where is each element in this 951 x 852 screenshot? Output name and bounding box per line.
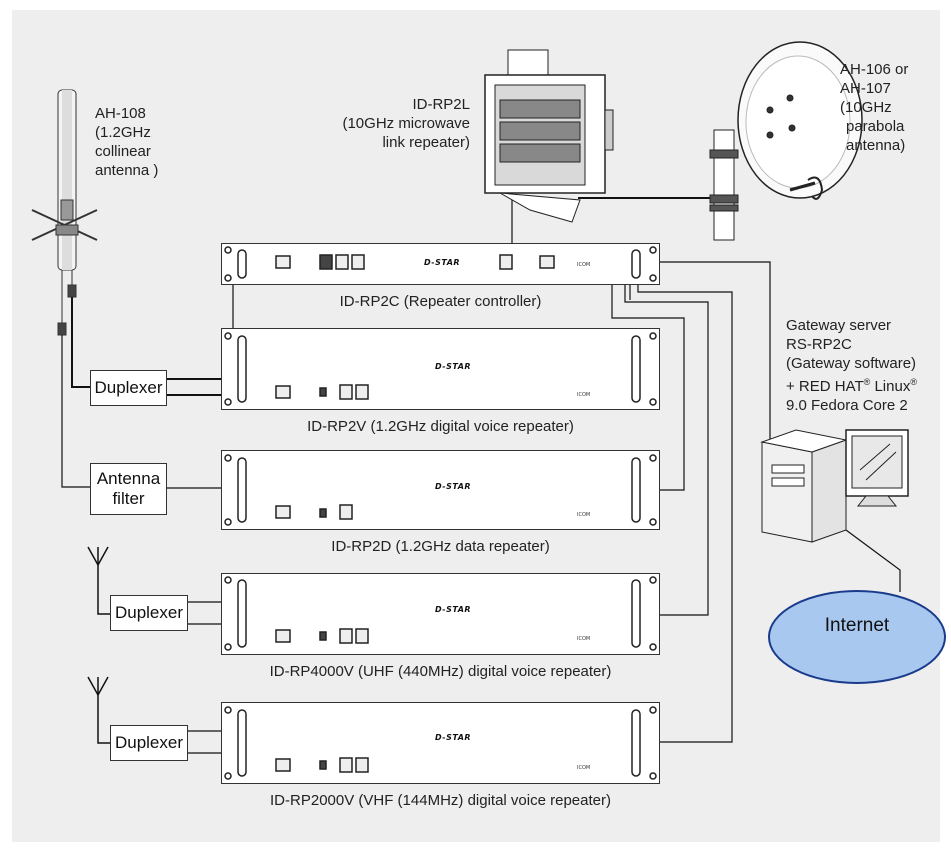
antenna-filter-box: Antenna filter — [90, 463, 167, 515]
idrp2l-label: ID-RP2L (10GHz microwave link repeater) — [300, 95, 470, 152]
rack-unit-rp2d — [221, 450, 660, 530]
ah108-line3: collinear — [95, 143, 151, 160]
registered-mark-2: ® — [910, 377, 917, 387]
collinear-antenna-icon — [31, 89, 98, 336]
idrp2l-line1: ID-RP2L — [412, 96, 470, 113]
icom-mark: ICOM — [577, 262, 591, 268]
parabola-antenna-icon — [709, 41, 863, 241]
rack-unit-rp4000v — [221, 573, 660, 655]
ah108-line4: antenna ) — [95, 162, 159, 179]
ah106-label: AH-106 or AH-107 (10GHz parabola antenna… — [840, 60, 908, 155]
ah106-line1: AH-106 or — [840, 61, 909, 78]
microwave-repeater-icon — [484, 49, 614, 223]
ah106-line5: antenna) — [846, 137, 906, 154]
duplexer-box: Duplexer — [90, 370, 167, 406]
rack-unit-rp2c — [221, 243, 660, 285]
icom-mark: ICOM — [577, 512, 591, 518]
dstar-logo: D-STAR — [435, 605, 472, 614]
gateway-line2: RS-RP2C — [786, 336, 852, 353]
ah106-line4: parabola — [846, 118, 905, 135]
ah108-label: AH-108 (1.2GHz collinear antenna ) — [95, 104, 158, 180]
gateway-line5: 9.0 Fedora Core 2 — [786, 397, 908, 414]
internet-cloud-icon — [768, 590, 946, 684]
antenna-filter-line2: filter — [112, 489, 145, 508]
gateway-label: Gateway server RS-RP2C (Gateway software… — [786, 316, 917, 415]
dstar-logo: D-STAR — [435, 362, 472, 371]
dstar-logo: D-STAR — [435, 733, 472, 742]
dstar-logo: D-STAR — [424, 258, 461, 267]
registered-mark: ® — [863, 377, 871, 387]
dstar-logo: D-STAR — [435, 482, 472, 491]
icom-mark: ICOM — [577, 765, 591, 771]
ah106-line3: (10GHz — [840, 99, 892, 116]
gateway-line4-b: Linux — [870, 378, 911, 395]
caption-rp2v: ID-RP2V (1.2GHz digital voice repeater) — [307, 418, 574, 435]
ah108-line2: (1.2GHz — [95, 124, 151, 141]
rack-unit-rp2000v — [221, 702, 660, 784]
caption-rp2000v: ID-RP2000V (VHF (144MHz) digital voice r… — [270, 792, 611, 809]
gateway-line1: Gateway server — [786, 317, 892, 334]
ah106-line2: AH-107 — [840, 80, 891, 97]
idrp2l-line3: link repeater) — [382, 134, 470, 151]
duplexer-box-vhf: Duplexer — [110, 725, 188, 761]
internet-label: Internet — [824, 615, 890, 636]
caption-rp2d: ID-RP2D (1.2GHz data repeater) — [331, 538, 550, 555]
duplexer-box-uhf: Duplexer — [110, 595, 188, 631]
dipole-antenna-icon — [87, 546, 110, 615]
rack-unit-rp2v — [221, 328, 660, 410]
idrp2l-line2: (10GHz microwave — [342, 115, 470, 132]
icom-mark: ICOM — [577, 636, 591, 642]
gateway-line4-a: + RED HAT — [786, 378, 864, 395]
ah108-line1: AH-108 — [95, 105, 146, 122]
caption-rp2c: ID-RP2C (Repeater controller) — [339, 293, 542, 310]
connection-lines — [61, 190, 901, 754]
dipole-antenna-icon-2 — [87, 676, 110, 744]
antenna-filter-line1: Antenna — [96, 469, 161, 488]
gateway-line3: (Gateway software) — [786, 355, 917, 372]
caption-rp4000v: ID-RP4000V (UHF (440MHz) digital voice r… — [269, 663, 612, 680]
icom-mark: ICOM — [577, 392, 591, 398]
gateway-computer-icon — [760, 429, 909, 543]
gateway-line4: + RED HAT® Linux® — [786, 373, 917, 396]
